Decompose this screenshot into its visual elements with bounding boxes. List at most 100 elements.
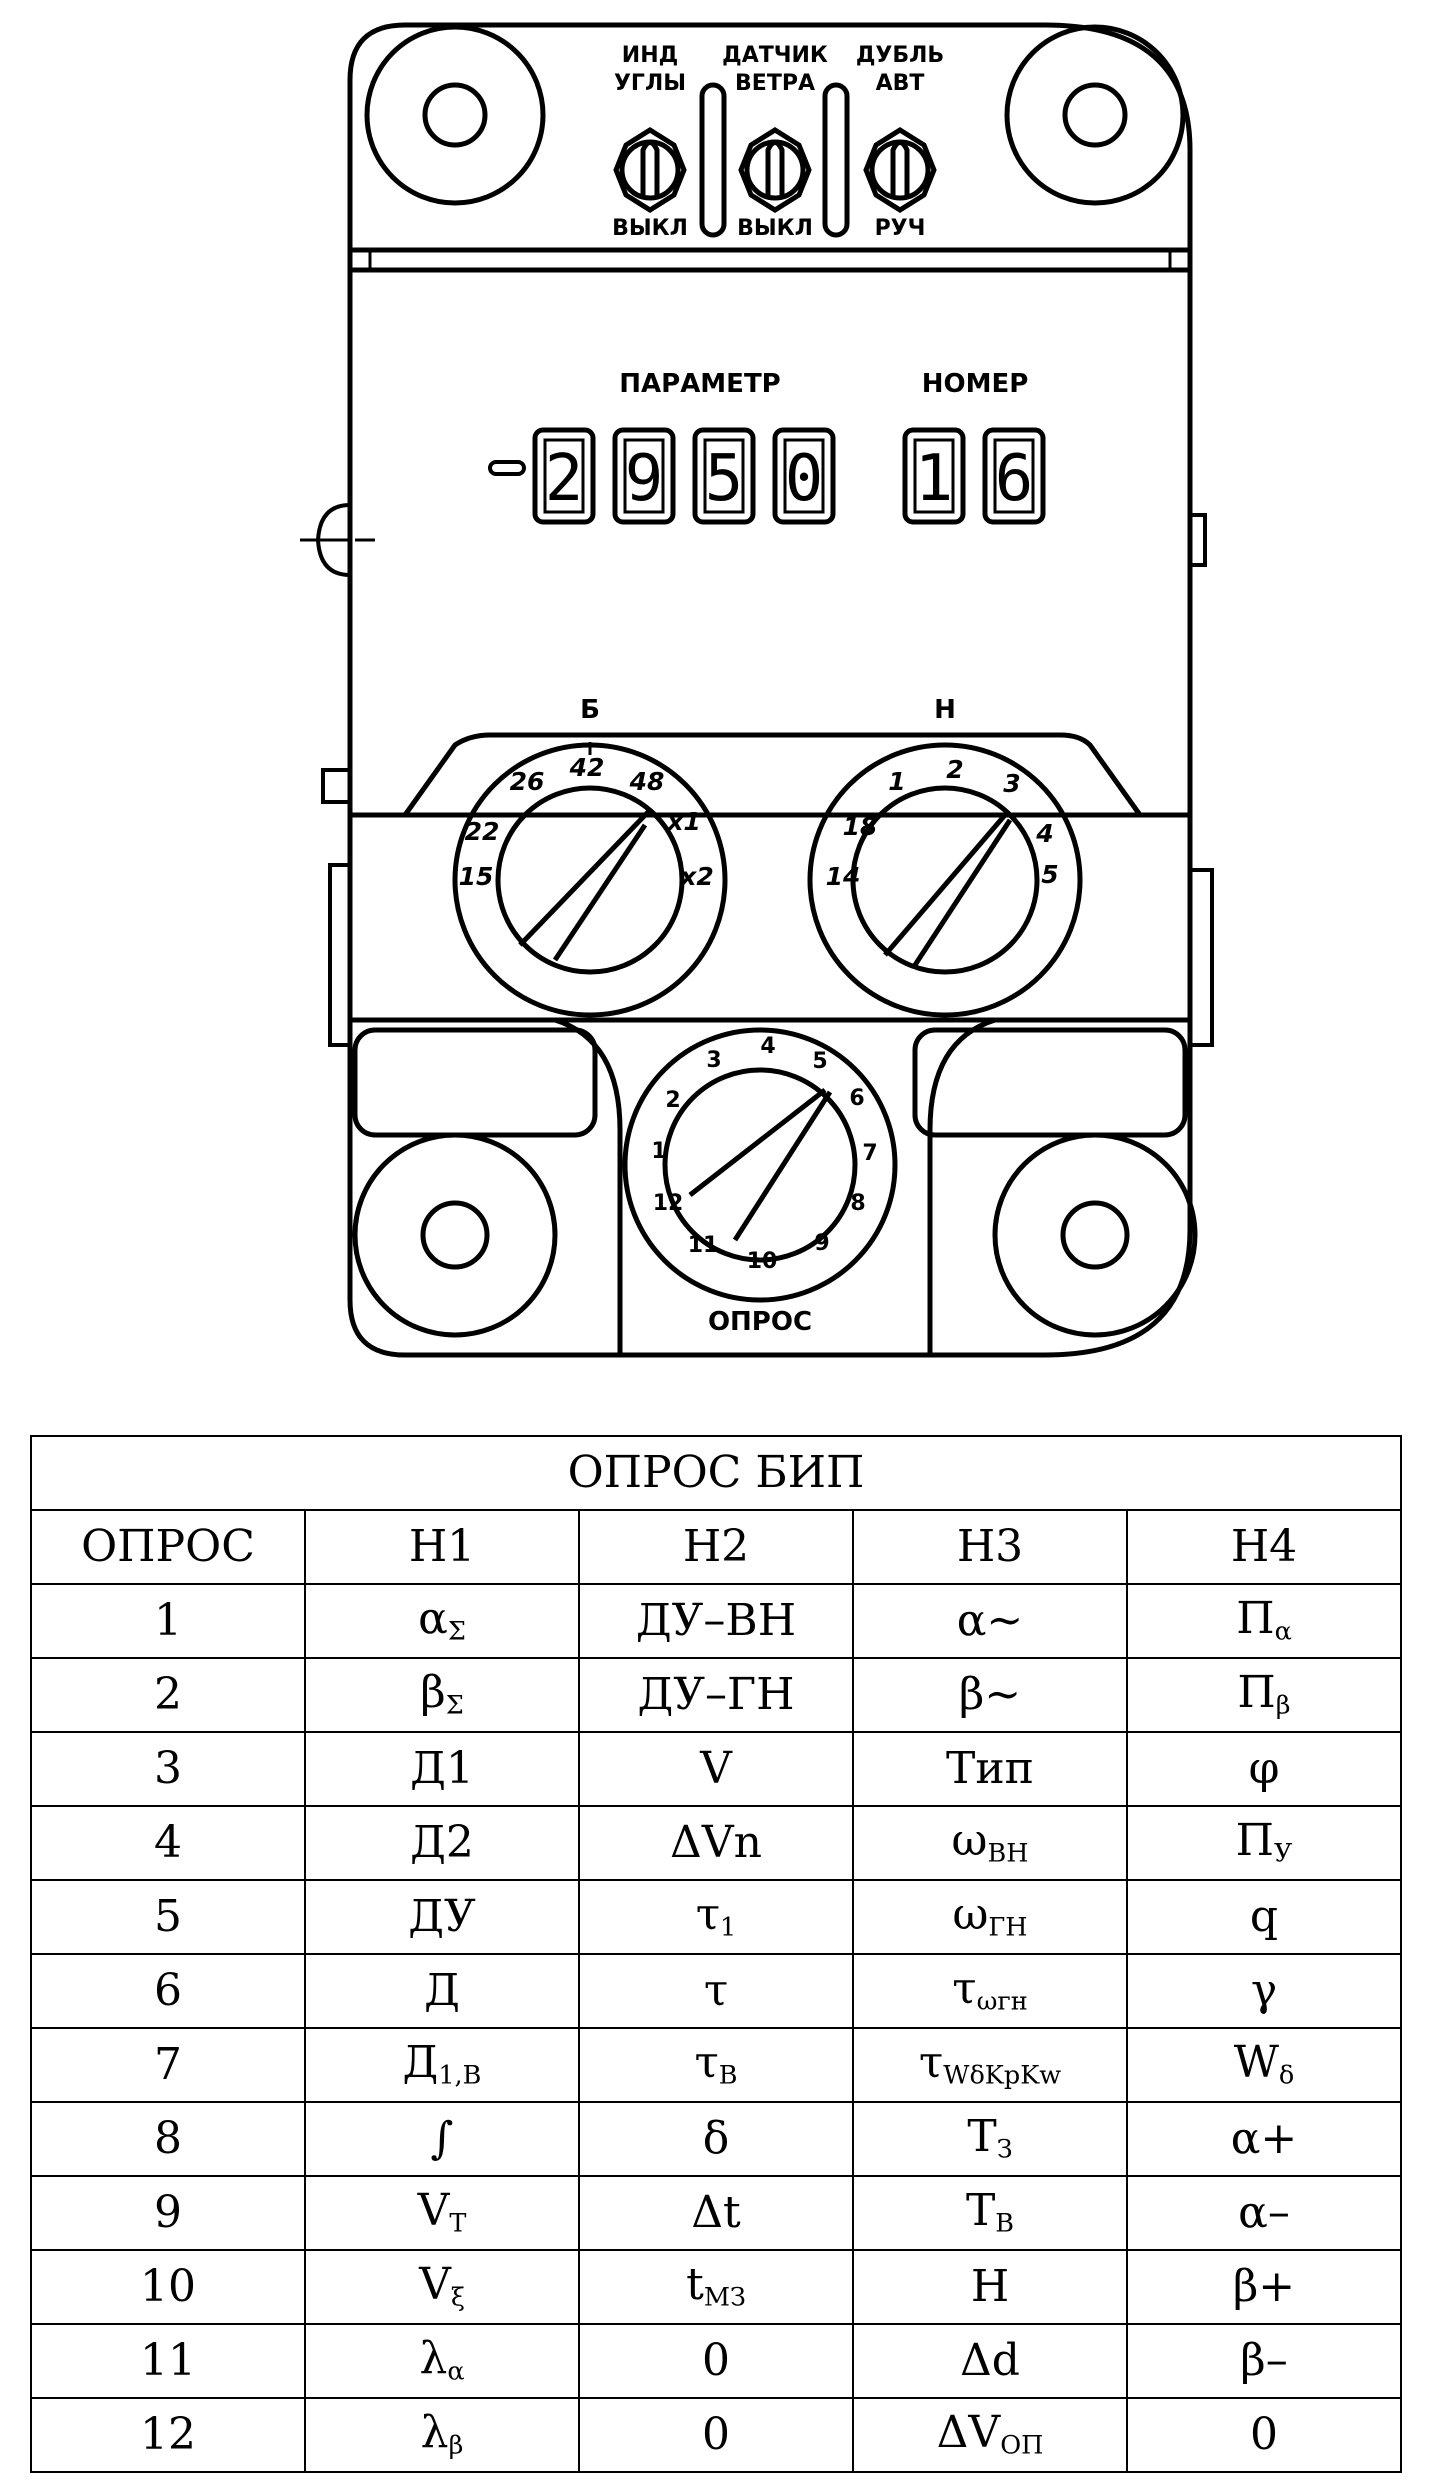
cell-value: W	[1233, 2037, 1279, 2089]
table-cell-opros: 5	[30, 1879, 306, 1955]
table-cell-h4: q	[1126, 1879, 1402, 1955]
table-header-row: ОПРОС Н1 Н2 Н3 Н4	[30, 1509, 1402, 1585]
table-cell-h1: Д2	[304, 1805, 580, 1881]
cell-value: П	[1235, 1815, 1274, 1867]
knob-opros-mark: 7	[862, 1141, 877, 1166]
cell-value: ΔV	[936, 2407, 1001, 2459]
knob-b-mark: 22	[465, 817, 500, 846]
cell-subscript: У	[1273, 1838, 1293, 1869]
column-header-h3: Н3	[852, 1509, 1128, 1585]
cell-value: Δd	[960, 2335, 1020, 2386]
knob-opros[interactable]	[622, 1027, 898, 1303]
cell-value: t	[686, 2259, 704, 2311]
cell-value: 0	[702, 2409, 730, 2460]
number-digit: 6	[995, 442, 1034, 516]
cell-value: П	[1236, 1593, 1275, 1645]
knob-b-mark: 26	[510, 767, 545, 796]
cell-value: β	[420, 1667, 446, 1719]
table-cell-opros: 6	[30, 1953, 306, 2029]
table-cell-h2: 0	[578, 2397, 854, 2473]
table-cell-h2: τВ	[578, 2027, 854, 2103]
knob-h-mark: 5	[1041, 860, 1058, 889]
toggle-switch-wind-sensor[interactable]	[738, 127, 812, 213]
table-cell-h2: ΔVn	[578, 1805, 854, 1881]
number-digit: 1	[915, 442, 954, 516]
table-title: ОПРОС БИП	[30, 1435, 1402, 1511]
column-header-h2: Н2	[578, 1509, 854, 1585]
cell-value: β–	[1240, 2335, 1288, 2386]
switch-2-top-label-2: ВЕТРА	[735, 71, 815, 96]
cell-value: τ	[695, 1889, 721, 1941]
cell-value: α~	[956, 1595, 1024, 1646]
opros-bip-table: ОПРОС БИП ОПРОС Н1 Н2 Н3 Н4 1 αΣ ДУ–ВН α~ Пα…	[30, 1435, 1402, 2473]
column-header-opros: ОПРОС	[30, 1509, 306, 1585]
table-cell-h3: β~	[852, 1657, 1128, 1733]
knob-b-mark: 15	[459, 862, 494, 891]
table-cell-h2: ДУ–ГН	[578, 1657, 854, 1733]
table-cell-h2: δ	[578, 2101, 854, 2177]
cell-value: 7	[154, 2039, 182, 2090]
cell-value: V	[417, 2185, 450, 2237]
table-cell-h4: γ	[1126, 1953, 1402, 2029]
knob-h-mark: 2	[946, 755, 963, 784]
table-title-row: ОПРОС БИП	[30, 1435, 1402, 1511]
switch-1-bottom-label: ВЫКЛ	[612, 216, 688, 241]
cell-value: λ	[420, 2407, 449, 2459]
knob-h[interactable]	[807, 742, 1083, 1018]
cell-value: 2	[154, 1669, 182, 1720]
switch-2-top-label-1: ДАТЧИК	[722, 43, 828, 68]
cell-value: ДУ–ВН	[635, 1595, 797, 1646]
cell-subscript: 1	[720, 1912, 737, 1943]
cell-subscript: δ	[1278, 2060, 1295, 2091]
parameter-digit: 5	[705, 442, 744, 516]
cell-subscript: Σ	[447, 1616, 466, 1647]
knob-opros-mark: 12	[653, 1191, 684, 1216]
table-cell-opros: 3	[30, 1731, 306, 1807]
toggle-switch-dubl[interactable]	[863, 127, 937, 213]
cell-value: τ	[694, 2037, 719, 2089]
knob-opros-mark: 11	[688, 1233, 719, 1258]
cell-value: ДУ	[408, 1891, 476, 1942]
cell-value: τ	[703, 1965, 729, 2016]
cell-value: Т	[967, 2111, 997, 2163]
cell-value: V	[700, 1743, 732, 1794]
cell-subscript: β	[1275, 1690, 1291, 1721]
cell-value: Д1	[410, 1743, 474, 1794]
cell-subscript: ВН	[987, 1838, 1029, 1869]
parameter-label: ПАРАМЕТР	[619, 369, 780, 399]
knob-opros-mark: 4	[760, 1034, 775, 1059]
knob-b-mark: 42	[569, 753, 605, 782]
table-cell-opros: 8	[30, 2101, 306, 2177]
knob-opros-mark: 1	[651, 1139, 666, 1164]
knob-b-mark: x2	[678, 862, 714, 891]
knob-b-mark: 48	[629, 767, 665, 796]
cell-value: ДУ–ГН	[637, 1669, 795, 1720]
table-cell-opros: 10	[30, 2249, 306, 2325]
toggle-switch-ind-angles[interactable]	[613, 127, 687, 213]
table-cell-h4: Пβ	[1126, 1657, 1402, 1733]
cell-subscript: Т	[449, 2208, 467, 2239]
table-cell-h4: α+	[1126, 2101, 1402, 2177]
cell-value: Т	[965, 2185, 996, 2237]
number-label: НОМЕР	[922, 369, 1029, 399]
cell-value: φ	[1248, 1743, 1280, 1794]
cell-value: α	[418, 1593, 448, 1645]
cell-subscript: ОП	[1000, 2430, 1044, 2461]
knob-h-mark: 1	[888, 767, 905, 796]
cell-value: Тип	[946, 1743, 1034, 1794]
cell-subscript: 1,В	[438, 2060, 482, 2091]
knob-b[interactable]	[452, 742, 728, 1018]
table-cell-h1: ДУ	[304, 1879, 580, 1955]
cell-value: β~	[958, 1669, 1022, 1720]
table-cell-h4: ПУ	[1126, 1805, 1402, 1881]
table-cell-h3: τWδKpKw	[852, 2027, 1128, 2103]
cell-subscript: МЗ	[703, 2282, 746, 2313]
